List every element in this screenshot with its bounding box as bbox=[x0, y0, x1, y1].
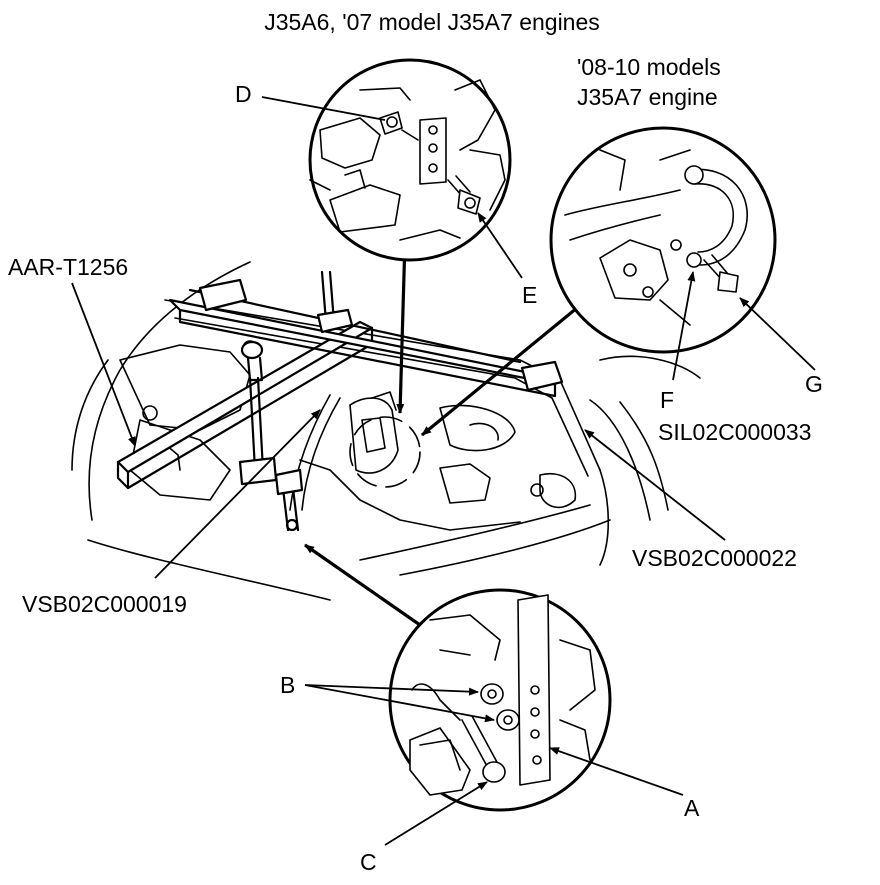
label-vsb19: VSB02C000019 bbox=[22, 591, 187, 617]
detail-circle-right bbox=[549, 126, 816, 381]
label-tool: AAR-T1256 bbox=[8, 254, 128, 280]
label-c: C bbox=[360, 849, 377, 875]
label-f: F bbox=[660, 387, 674, 413]
engine-bay-drawing bbox=[71, 261, 701, 601]
detail-circle-bottom bbox=[304, 588, 684, 846]
label-a: A bbox=[684, 795, 700, 821]
label-b: B bbox=[280, 672, 295, 698]
label-d: D bbox=[235, 81, 252, 107]
title-right-line2: J35A7 engine bbox=[577, 84, 718, 110]
label-vsb22: VSB02C000022 bbox=[632, 545, 797, 571]
support-beam-tool bbox=[116, 270, 564, 532]
callout-lines bbox=[71, 282, 726, 579]
title-top: J35A6, '07 model J35A7 engines bbox=[264, 9, 600, 35]
label-g: G bbox=[805, 371, 823, 397]
detail-arrows bbox=[304, 239, 585, 627]
detail-circle-top bbox=[261, 58, 523, 279]
label-sil: SIL02C000033 bbox=[658, 419, 811, 445]
label-e: E bbox=[522, 282, 537, 308]
title-right-line1: '08-10 models bbox=[577, 54, 721, 80]
